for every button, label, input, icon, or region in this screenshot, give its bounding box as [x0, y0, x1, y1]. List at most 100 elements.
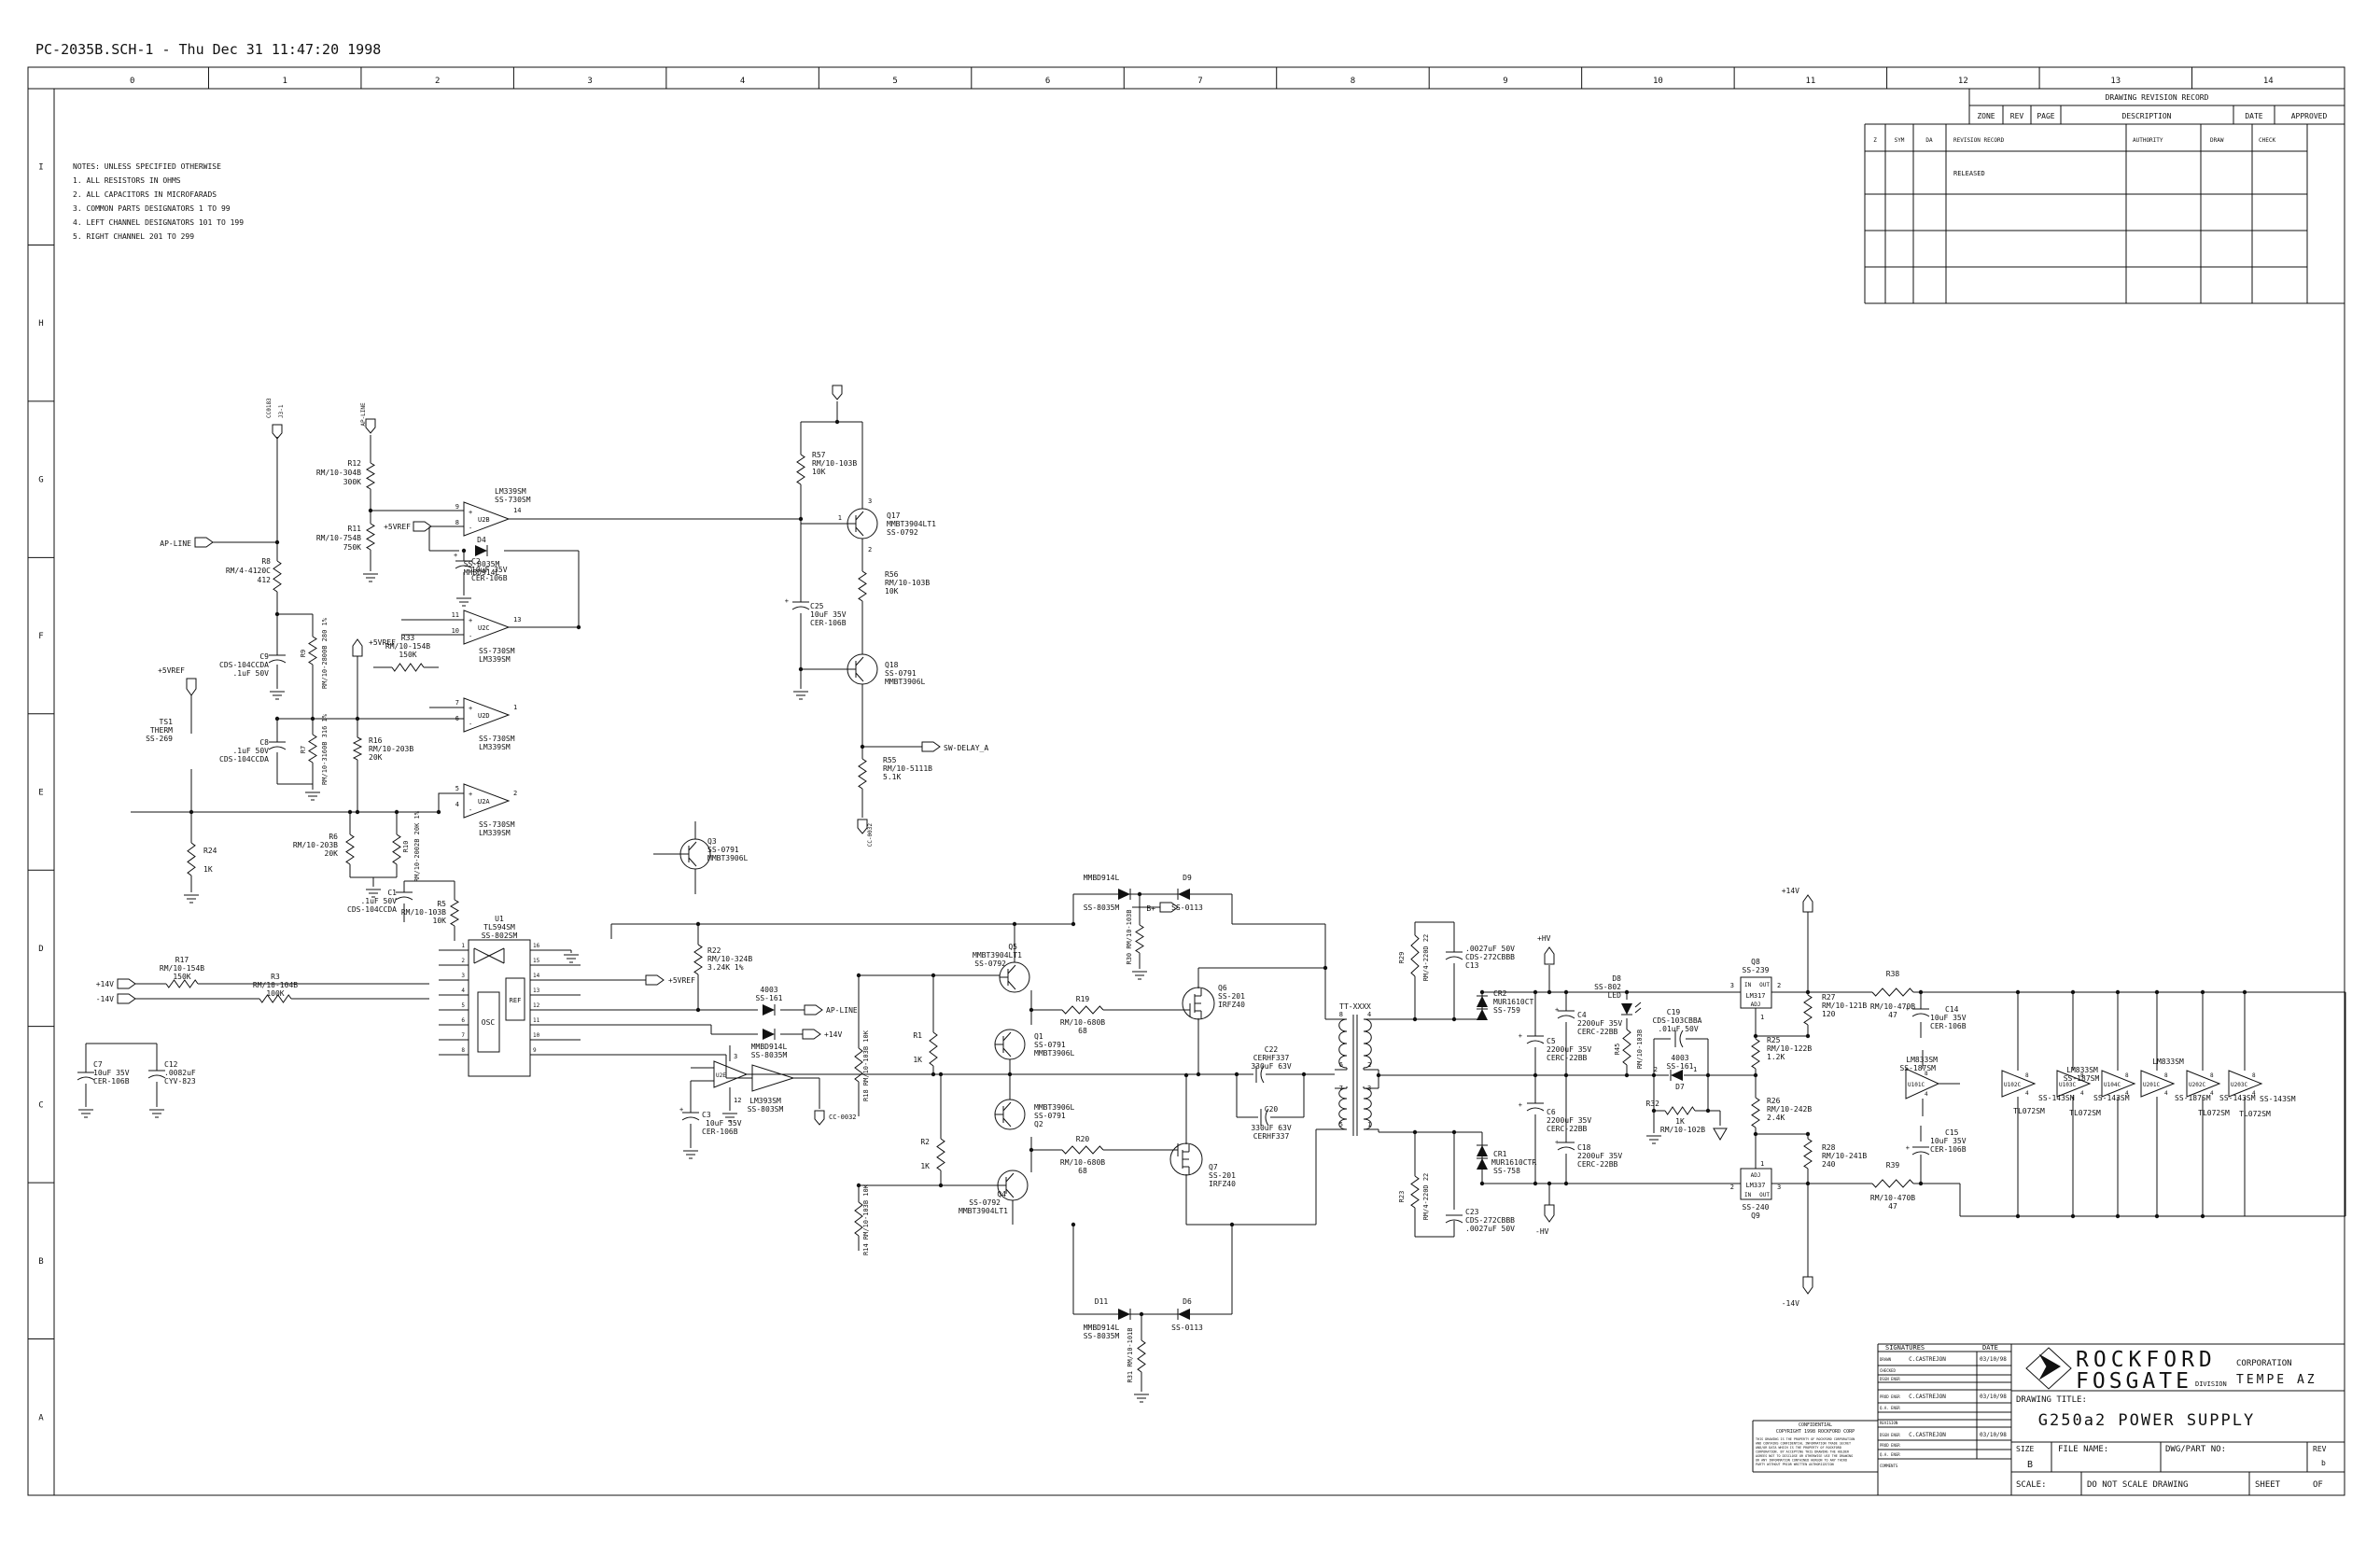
component-label: RM/10-304B — [316, 469, 361, 477]
junction-dot — [1753, 1033, 1758, 1039]
junction-dot — [931, 1072, 936, 1077]
component-label: .01uF 50V — [1658, 1025, 1699, 1033]
junction-dot — [798, 516, 804, 522]
date-title: DATE — [1982, 1344, 1998, 1352]
component-label: R56 — [885, 570, 899, 579]
opamp-symbol — [1905, 1068, 1940, 1100]
component-label: 4 — [2025, 1090, 2029, 1097]
junction-dot — [1451, 1129, 1457, 1135]
component-label: 4 — [2125, 1090, 2129, 1097]
junction-dot — [1918, 989, 1924, 995]
component-label: 2 — [513, 790, 517, 797]
ground-symbol — [305, 792, 320, 801]
component-label: 412 — [258, 576, 272, 584]
component-label: 4 — [2210, 1090, 2214, 1097]
net-flag — [186, 678, 197, 696]
component-label: - — [469, 806, 472, 814]
ground-symbol — [683, 1150, 698, 1159]
ground-symbol — [149, 1109, 164, 1118]
component-label: .1uF 50V — [232, 747, 269, 755]
resistor — [936, 1138, 945, 1171]
component-label: .1uF 50V — [232, 669, 269, 678]
resistor — [1061, 1145, 1104, 1155]
connector-pin — [365, 418, 376, 434]
component-label: 1 — [1760, 1160, 1764, 1168]
component-label: + — [1906, 1144, 1910, 1152]
component-label: 13 — [513, 616, 521, 623]
junction-dot — [1007, 1072, 1013, 1077]
ruler-column-label: 13 — [2110, 77, 2121, 86]
ground-symbol — [1646, 1135, 1661, 1144]
component-label: IRFZ40 — [1218, 1001, 1245, 1009]
junction-dot — [2070, 1213, 2076, 1219]
resistor — [929, 1031, 938, 1067]
ruler-row-label: D — [38, 945, 43, 954]
component-label: CERC-22BB — [1547, 1054, 1588, 1062]
ruler-row-label: E — [38, 789, 43, 798]
capacitor — [1445, 1219, 1463, 1224]
scale-note: DO NOT SCALE DRAWING — [2087, 1480, 2188, 1490]
component-label: SS-161 — [756, 994, 783, 1002]
component-label: CER-106B — [1930, 1145, 1967, 1154]
junction-dot — [1196, 1072, 1201, 1077]
transistor-symbol — [680, 841, 697, 867]
corporation-label: CORPORATION — [2236, 1359, 2292, 1368]
component-label: C18 — [1577, 1143, 1591, 1152]
company-name-line2: FOSGATE — [2076, 1369, 2192, 1394]
component-label: + — [1555, 1006, 1559, 1014]
component-label: Q5 — [1008, 943, 1017, 951]
notes-item: 4. LEFT CHANNEL DESIGNATORS 101 TO 199 — [73, 218, 244, 227]
junction-dot — [1624, 989, 1630, 995]
component-label: CDS-272CBBB — [1465, 1216, 1515, 1225]
component-label: 2.4K — [1767, 1114, 1785, 1122]
component-label: CDS-104CCDA — [347, 905, 397, 914]
confidential-copyright: COPYRIGHT 1998 ROCKFORD CORP — [1776, 1429, 1855, 1435]
component-label: R29 — [1398, 952, 1406, 964]
junction-dot — [355, 809, 360, 815]
ic-body — [505, 977, 525, 1021]
revision-subcolumn-header: CHECK — [2259, 137, 2275, 144]
ic-body — [468, 939, 531, 1077]
ruler-row-label: G — [38, 476, 43, 485]
component-label: RM/10-103B — [885, 579, 930, 587]
component-label: LM337 — [1745, 1182, 1765, 1189]
component-label: U103C — [2059, 1082, 2076, 1088]
component-label: R2 — [920, 1138, 930, 1146]
component-label: CDS-103CBBA — [1653, 1016, 1702, 1025]
component-label: RM/10-242B — [1767, 1105, 1812, 1114]
junction-dot — [1805, 989, 1811, 995]
resistor — [450, 899, 459, 927]
ground-triangle — [1713, 1128, 1728, 1141]
component-label: 10K — [885, 587, 899, 595]
component-label: 8 — [2125, 1072, 2129, 1079]
component-label: U2E — [716, 1072, 726, 1079]
revision-column-header: DATE — [2245, 112, 2262, 120]
junction-dot — [2015, 1213, 2021, 1219]
component-label: 2200uF 35V — [1547, 1116, 1591, 1125]
rev-value: b — [2321, 1459, 2326, 1467]
component-label: SS-143SM — [2093, 1094, 2130, 1102]
signature-row-label: DSGN ENGR — [1880, 1433, 1900, 1437]
component-label: C5 — [1547, 1037, 1556, 1045]
capacitor — [77, 1076, 95, 1081]
sheet-label: SHEET — [2255, 1480, 2281, 1490]
component-label: SS-0791 — [707, 846, 739, 854]
diode — [763, 1029, 775, 1040]
component-label: U102C — [2004, 1082, 2021, 1088]
mosfet-symbol — [1170, 1143, 1190, 1174]
diode — [475, 545, 487, 556]
ground-symbol — [184, 894, 199, 904]
component-label: 4 — [2080, 1090, 2084, 1097]
component-label: 4 — [461, 988, 465, 994]
component-label: SS-187SM — [1899, 1064, 1936, 1072]
signature-row-label: PROD ENGR — [1880, 1394, 1900, 1399]
component-label: U2B — [478, 516, 490, 524]
component-label: C8 — [259, 738, 269, 747]
capacitor — [1557, 1146, 1575, 1151]
component-label: R11 — [348, 525, 362, 533]
notes-title: NOTES: UNLESS SPECIFIED OTHERWISE — [73, 162, 221, 171]
ground-symbol — [270, 691, 285, 700]
component-label: 15 — [533, 958, 540, 964]
component-label: TT-XXXX — [1339, 1002, 1371, 1011]
component-label: 8 — [2210, 1072, 2214, 1079]
